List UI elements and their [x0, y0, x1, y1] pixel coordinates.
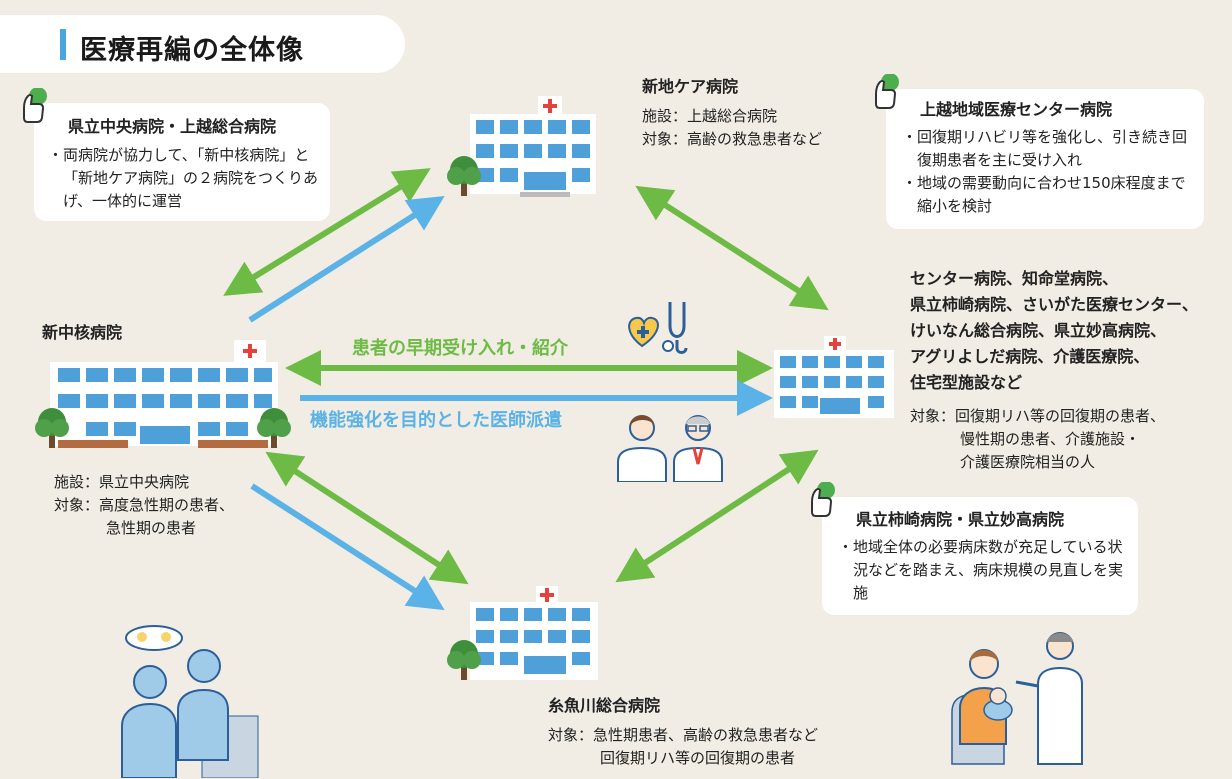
hospital-itoigawa-line-2: 回復期リハ等の回復期の患者: [600, 749, 796, 767]
hospital-itoigawa-name: 糸魚川総合病院: [548, 696, 661, 715]
hospital-chiiki-care-line-1: 施設：上越総合病院: [642, 107, 778, 125]
note-joetsu-body: ・回復期リハビリ等を強化し、引き続き回復期患者を主に受け入れ ・地域の需要動向に…: [902, 126, 1194, 218]
hospital-chiiki-care-name: 新地ケア病院: [642, 77, 739, 96]
note-central-body: ・両病院が協力して、「新中核病院」と「新地ケア病院」の２病院をつくりあげ、一体的…: [48, 144, 324, 213]
surgery-illustration: [121, 625, 259, 778]
hospital-group-line-3: 介護医療院相当の人: [960, 453, 1096, 471]
stethoscope-heart-icon: [628, 302, 688, 354]
title-accent-bar: [60, 29, 66, 60]
arrow-blue-core-to-itoigawa: [250, 483, 445, 611]
note-kakizaki: [822, 497, 1138, 615]
hospital-core-line-1: 施設：県立中央病院: [54, 473, 190, 491]
hospital-core-line-3: 急性期の患者: [106, 519, 197, 537]
note-joetsu-title: 上越地域医療センター病院: [920, 100, 1113, 119]
note-joetsu-bullet-1: ・回復期リハビリ等を強化し、引き続き回復期患者を主に受け入れ: [902, 128, 1188, 169]
note-joetsu: [886, 89, 1204, 229]
hospital-group-name-1: センター病院、知命堂病院、: [910, 269, 1119, 288]
hospital-group-line-1: 対象：回復期リハ等の回復期の患者、: [910, 407, 1166, 425]
blue-arrow-label: 機能強化を目的とした医師派遣: [310, 410, 562, 431]
arrow-blue-core-to-care: [248, 195, 445, 323]
hospital-building-itoigawa: [447, 586, 598, 680]
doctors-illustration: [617, 415, 723, 482]
note-central-title: 県立中央病院・上越総合病院: [68, 117, 277, 136]
hospital-building-chiiki-care: [447, 96, 596, 197]
arrow-green-core-to-itoigawa: [265, 451, 469, 585]
title-bar: [0, 15, 405, 73]
hospital-itoigawa-line-1: 対象：急性期患者、高齢の救急患者など: [548, 726, 819, 744]
arrow-green-care-to-group: [635, 185, 829, 311]
point-icon: [23, 88, 48, 123]
page-title: 医療再編の全体像: [80, 35, 304, 66]
hospital-group-line-2: 慢性期の患者、介護施設・: [960, 430, 1141, 448]
hospital-group-name-4: アグリよしだ病院、介護医療院、: [910, 347, 1150, 366]
hospital-building-core: [35, 340, 291, 448]
hospital-core-line-2: 対象：高度急性期の患者、: [54, 496, 235, 514]
hospital-group-names: センター病院、知命堂病院、 県立柿崎病院、さいがた医療センター、 けいなん総合病…: [910, 266, 1198, 396]
note-joetsu-bullet-2: ・地域の需要動向に合わせ150床程度まで縮小を検討: [902, 174, 1186, 215]
note-kakizaki-body: ・地域全体の必要病床数が充足している状況などを踏まえ、病床規模の見直しを実施: [838, 536, 1130, 605]
hospital-group-name-5: 住宅型施設など: [910, 373, 1023, 392]
hospital-group-name-2: 県立柿崎病院、さいがた医療センター、: [910, 295, 1198, 314]
point-icon: [811, 482, 836, 517]
mother-baby-doctor-illustration: [951, 632, 1083, 765]
hospital-core-name: 新中核病院: [42, 323, 123, 342]
arrow-green-group-to-itoigawa: [615, 449, 819, 583]
note-central: [34, 103, 330, 221]
note-central-bullet: ・両病院が協力して、「新中核病院」と「新地ケア病院」の２病院をつくりあげ、一体的…: [48, 146, 319, 210]
hospital-group-name-3: けいなん総合病院、県立妙高病院、: [910, 321, 1167, 340]
hospital-building-group: [774, 336, 894, 418]
note-kakizaki-bullet: ・地域全体の必要病床数が充足している状況などを踏まえ、病床規模の見直しを実施: [838, 538, 1124, 602]
green-arrow-label: 患者の早期受け入れ・紹介: [352, 338, 568, 359]
note-kakizaki-title: 県立柿崎病院・県立妙高病院: [856, 510, 1065, 529]
arrow-green-core-to-care: [223, 168, 431, 296]
point-icon: [875, 74, 900, 109]
hospital-chiiki-care-line-2: 対象：高齢の救急患者など: [642, 130, 823, 148]
